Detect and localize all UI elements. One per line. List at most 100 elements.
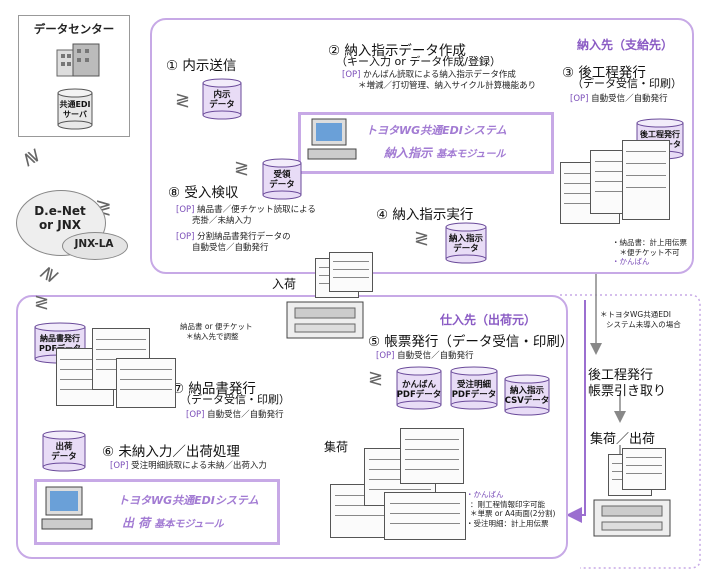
lightning-icon: ≷ <box>175 90 191 111</box>
computer-icon <box>306 117 358 163</box>
note-line: ：剛工程情報印字可能 <box>470 499 545 509</box>
juryo-data-cylinder: 受領 データ <box>262 158 302 200</box>
op-text: かんばん読取による納入指示データ作成 <box>363 70 516 80</box>
op-text: 自動受信／自動発行 <box>591 94 668 104</box>
op-tag: [OP] <box>186 410 205 420</box>
lightning-icon: ≷ <box>234 158 250 179</box>
network-sub-cloud <box>62 232 128 260</box>
op-text: 納品書／便チケット読取による <box>197 205 316 215</box>
delivery-notes: 納品書 or 便チケット ＊納入先で調整 <box>180 322 252 341</box>
step-5-op: [OP] 自動受信／自動発行 <box>376 351 474 362</box>
collect-label: 集荷 <box>324 440 349 454</box>
step-3-op: [OP] 自動受信／自動発行 <box>570 94 668 105</box>
shukka-data-label: 出荷 データ <box>51 442 77 462</box>
step-3-sub: （データ受信・印刷） <box>572 77 682 90</box>
after-process-label-1: 後工程発行 <box>588 368 654 383</box>
step-7: ⑦ 納品書発行 <box>172 381 256 397</box>
printer-icon <box>285 296 365 342</box>
step-3: ③ 後工程発行 <box>562 65 646 81</box>
building-icon <box>55 40 101 80</box>
delivery-docs <box>56 318 176 408</box>
step-7-op: [OP] 自動受信／自動発行 <box>186 410 284 421</box>
network-sub-label: JNX-LA <box>74 238 114 250</box>
note-line: システム未導入の場合 <box>606 319 681 329</box>
naiji-data-cylinder: 内示 データ <box>202 78 242 120</box>
csv-cylinder: 納入指示 CSVデータ <box>504 374 550 416</box>
step-6-op: [OP] 受注明細読取による未納／出荷入力 <box>110 461 267 472</box>
op-text: 受注明細読取による未納／出荷入力 <box>131 461 267 471</box>
after-process-label-2: 帳票引き取り <box>588 384 667 399</box>
collect-ship-label: 集荷／出荷 <box>590 432 656 447</box>
printer-icon <box>592 494 672 540</box>
step-8: ⑧ 受入検収 <box>168 185 239 201</box>
juchu-pdf-label: 受注明細 PDFデータ <box>451 380 497 400</box>
naiji-data-label: 内示 データ <box>209 90 235 110</box>
shipping-docs <box>324 428 474 546</box>
edi-server-label: 共通EDI サーバ <box>59 100 91 119</box>
note-line: 納品書 or 便チケット <box>180 322 253 331</box>
op-tag: [OP] <box>110 461 129 471</box>
op-tag: [OP] <box>176 232 195 242</box>
note-line: ・かんばん <box>612 257 650 266</box>
op-text: 自動受信／自動発行 <box>207 410 284 420</box>
note-line: ＊単票 or A4両面(2分割) <box>470 509 556 518</box>
network-main-label: D.e-Net or JNX <box>34 204 86 232</box>
op-tag: [OP] <box>570 94 589 104</box>
note-line: ・納品書：計上用伝票 <box>612 238 687 247</box>
note-line: ＊納入先で調整 <box>186 331 239 341</box>
module-suffix: 基本モジュール <box>436 149 506 160</box>
op-text: 自動受信／自動発行 <box>192 243 269 253</box>
collect-docs <box>608 448 668 498</box>
step-5: ⑤ 帳票発行（データ受信・印刷） <box>368 334 574 350</box>
datacenter-box: データセンター 共通EDI サーバ <box>18 15 130 137</box>
step-4: ④ 納入指示実行 <box>376 207 474 223</box>
juryo-data-label: 受領 データ <box>269 170 295 190</box>
module-name: 納入指示 <box>384 146 433 160</box>
kanban-pdf-label: かんばん PDFデータ <box>396 380 442 400</box>
shipper-panel-title: 仕入先（出荷元） <box>440 313 537 327</box>
lightning-icon: ≷ <box>34 292 50 313</box>
op-text: 分割納品書発行データの <box>197 232 291 242</box>
edi-server-cylinder: 共通EDI サーバ <box>57 88 93 130</box>
system-top-name: トヨタWG共通EDIシステム <box>366 124 507 137</box>
step-2-sub: （キー入力 or データ作成/登録） <box>336 55 501 68</box>
right-notes: ・納品書：計上用伝票 ＊便チケット不可 ・かんばん <box>612 238 687 267</box>
note-line: ＊便チケット不可 <box>612 247 680 257</box>
supplier-panel-title: 納入先（支給先） <box>577 38 674 52</box>
arrival-label: 入荷 <box>272 277 297 291</box>
lightning-icon: ≷ <box>368 368 384 389</box>
shukka-data-cylinder: 出荷 データ <box>42 430 86 472</box>
module-suffix: 基本モジュール <box>154 519 224 530</box>
module-name: 出 荷 <box>122 516 151 530</box>
step-8-op-b: [OP] 分割納品書発行データの 自動受信／自動発行 <box>176 232 291 254</box>
not-introduced-note: ＊トヨタWG共通EDI システム未導入の場合 <box>600 310 681 329</box>
op-tag: [OP] <box>176 205 195 215</box>
step-1: ① 内示送信 <box>166 58 237 74</box>
op-note: ＊増減／打切管理、納入サイクル計算機能あり <box>358 81 537 91</box>
step-2-op: [OP] かんばん読取による納入指示データ作成 ＊増減／打切管理、納入サイクル計… <box>342 70 536 92</box>
bottom-notes: ・かんばん ：剛工程情報印字可能 ＊単票 or A4両面(2分割) ・受注明細：… <box>466 490 555 528</box>
arrival-docs <box>315 252 375 302</box>
kanban-pdf-cylinder: かんばん PDFデータ <box>396 366 442 410</box>
note-line: ・受注明細：計上用伝票 <box>466 518 549 528</box>
system-bottom-name: トヨタWG共通EDIシステム <box>118 494 259 507</box>
lightning-icon: ≷ <box>414 228 430 249</box>
system-top-module: 納入指示 基本モジュール <box>384 144 506 161</box>
document-stack <box>560 140 670 230</box>
op-text: 自動受信／自動発行 <box>397 351 474 361</box>
system-bottom-module: 出 荷 基本モジュール <box>122 514 224 531</box>
computer-icon <box>40 485 96 533</box>
csv-label: 納入指示 CSVデータ <box>504 386 550 406</box>
step-6: ⑥ 未納入力／出荷処理 <box>102 444 240 460</box>
step-2: ② 納入指示データ作成 <box>328 43 466 59</box>
note-line: ＊トヨタWG共通EDI <box>600 310 671 319</box>
nounyushiji-data-cylinder: 納入指示 データ <box>445 222 487 264</box>
juchu-pdf-cylinder: 受注明細 PDFデータ <box>450 366 498 410</box>
op-tag: [OP] <box>342 70 361 80</box>
note-line: ・かんばん <box>466 490 504 499</box>
step-8-op-a: [OP] 納品書／便チケット読取による 売掛／未納入力 <box>176 205 316 227</box>
datacenter-title: データセンター <box>33 22 115 36</box>
nounyushiji-data-label: 納入指示 データ <box>448 234 483 254</box>
op-tag: [OP] <box>376 351 395 361</box>
op-text: 売掛／未納入力 <box>192 216 252 226</box>
